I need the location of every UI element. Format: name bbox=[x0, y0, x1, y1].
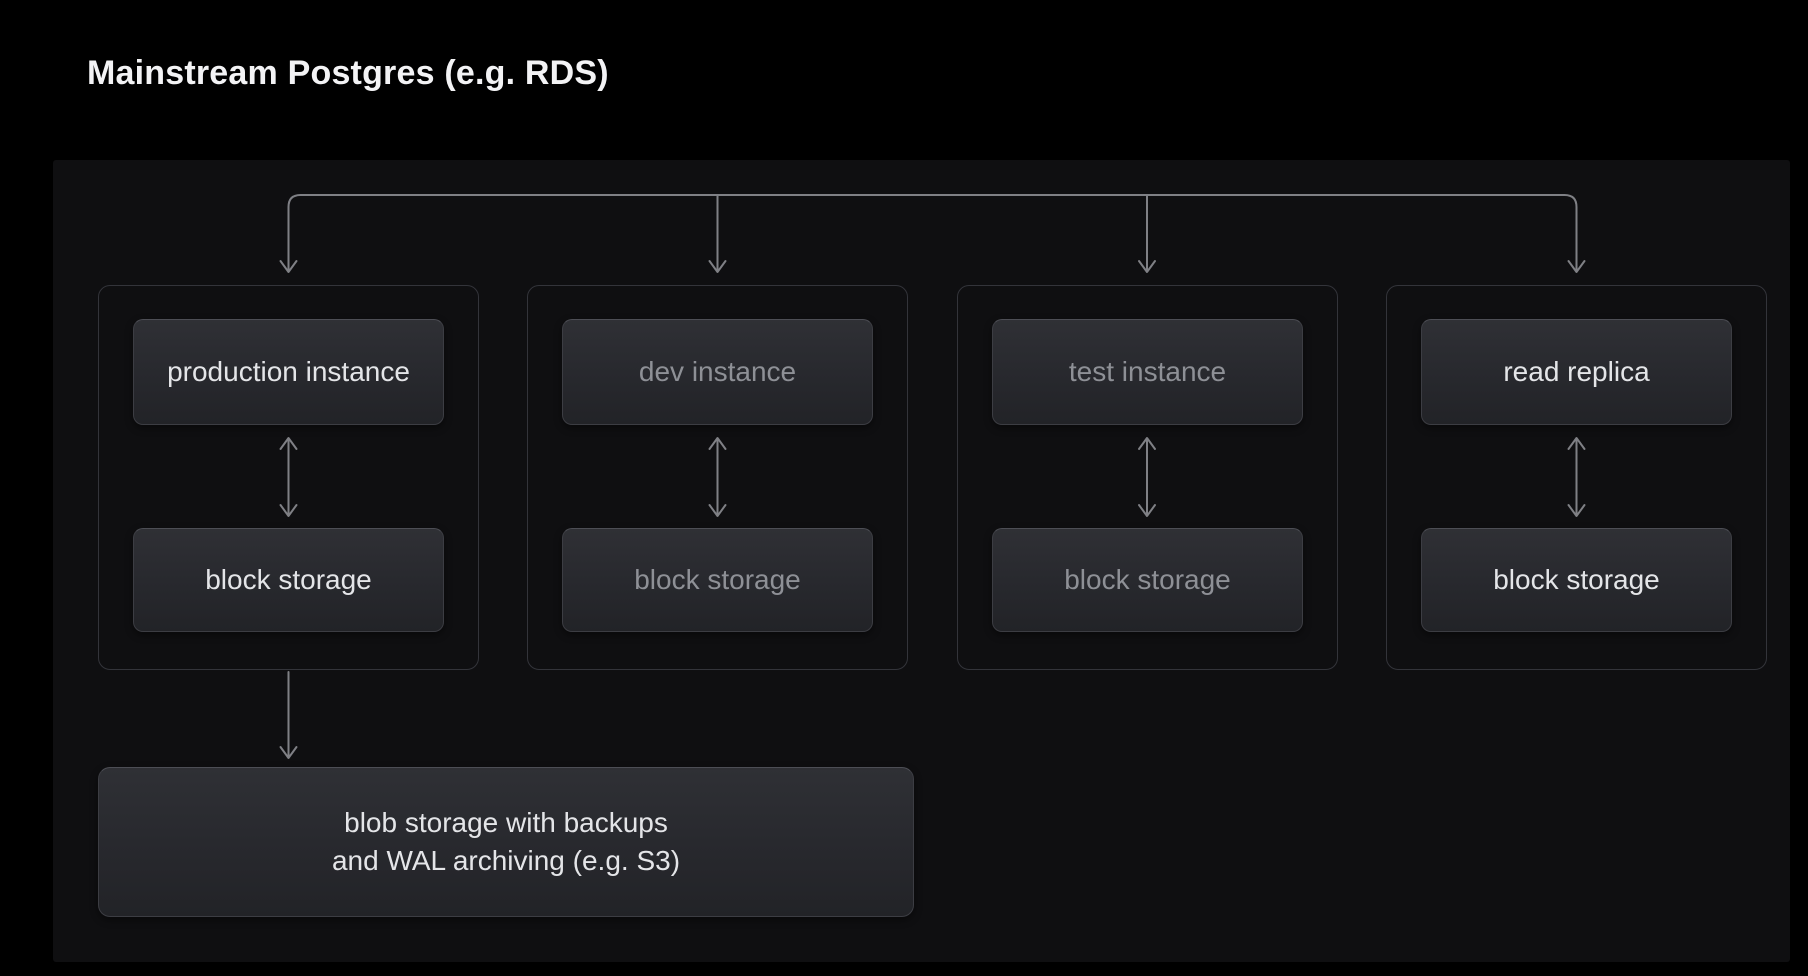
node-blob-storage: blob storage with backups and WAL archiv… bbox=[98, 767, 914, 917]
node-label: block storage bbox=[1064, 564, 1231, 595]
blob-label-line1: blob storage with backups bbox=[344, 807, 668, 838]
node-test-block-storage: block storage bbox=[992, 528, 1303, 632]
blob-arrow bbox=[279, 671, 298, 759]
bus-line bbox=[287, 194, 1578, 271]
node-test-instance: test instance bbox=[992, 319, 1303, 425]
node-read-replica-block-storage: block storage bbox=[1421, 528, 1732, 632]
bus-arrowhead-icons bbox=[279, 260, 1586, 273]
node-label: read replica bbox=[1503, 356, 1650, 387]
node-label: block storage bbox=[634, 564, 801, 595]
node-dev-instance: dev instance bbox=[562, 319, 873, 425]
node-label: block storage bbox=[1493, 564, 1660, 595]
group-production: production instance block storage bbox=[98, 285, 479, 670]
node-dev-block-storage: block storage bbox=[562, 528, 873, 632]
node-production-block-storage: block storage bbox=[133, 528, 444, 632]
node-label: test instance bbox=[1068, 356, 1227, 387]
diagram-panel: production instance block storage dev in… bbox=[53, 160, 1790, 962]
node-label: block storage bbox=[205, 564, 372, 595]
group-dev: dev instance block storage bbox=[527, 285, 908, 670]
diagram-title: Mainstream Postgres (e.g. RDS) bbox=[87, 54, 609, 92]
node-label: production instance bbox=[167, 356, 410, 387]
group-test: test instance block storage bbox=[957, 285, 1338, 670]
node-read-replica: read replica bbox=[1421, 319, 1732, 425]
group-read-replica: read replica block storage bbox=[1386, 285, 1767, 670]
node-production-instance: production instance bbox=[133, 319, 444, 425]
node-label: dev instance bbox=[638, 356, 797, 387]
blob-label-line2: and WAL archiving (e.g. S3) bbox=[331, 845, 681, 876]
